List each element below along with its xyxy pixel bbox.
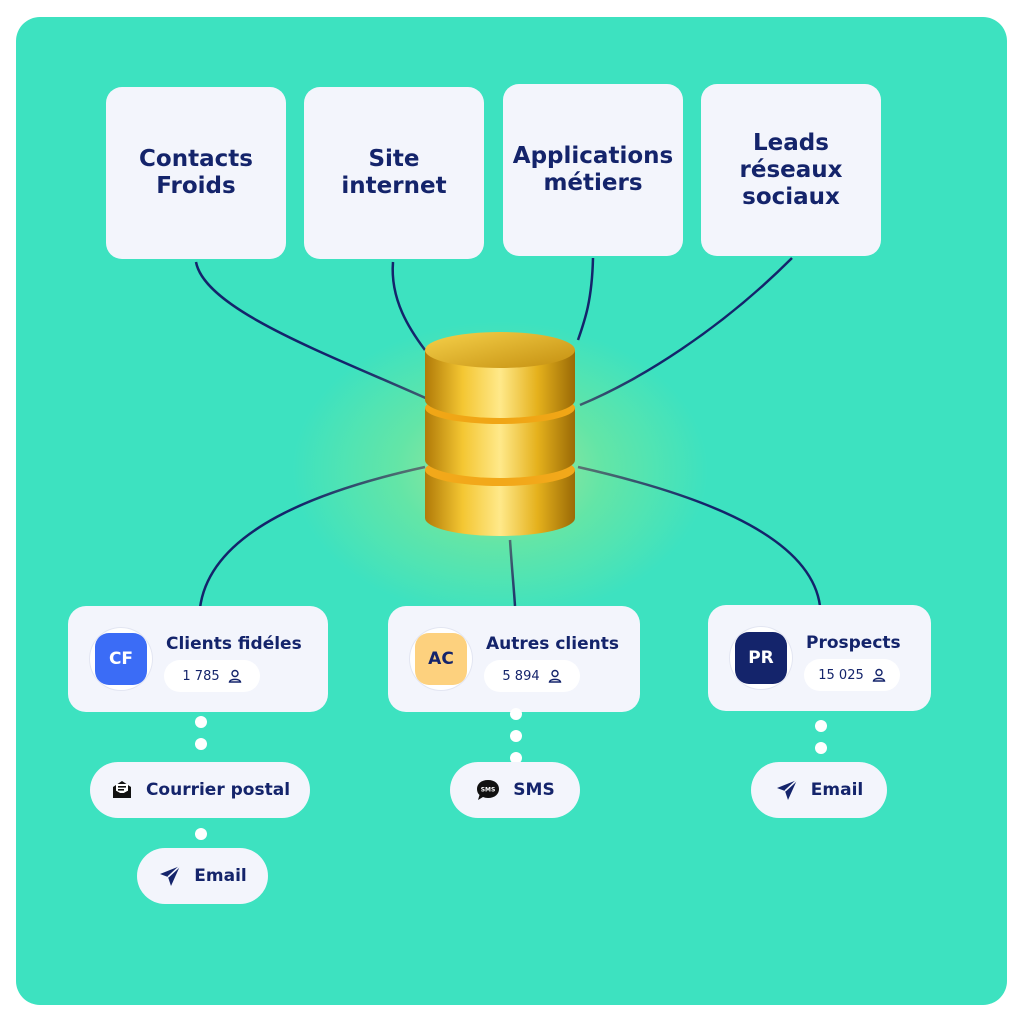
- source-label: Contacts Froids: [139, 146, 253, 200]
- sms-bubble-icon: SMS: [475, 778, 501, 802]
- user-icon: [548, 669, 562, 683]
- paper-plane-icon: [158, 864, 182, 888]
- segment-count-pill: 5 894: [484, 660, 580, 692]
- channel-label: Courrier postal: [146, 780, 290, 800]
- avatar-ring: PR: [730, 627, 792, 689]
- connector-dot: [195, 716, 207, 728]
- avatar-ring: AC: [410, 628, 472, 690]
- mail-envelope-icon: [110, 778, 134, 802]
- avatar-initials: PR: [748, 648, 774, 668]
- channel-email-clients-fideles[interactable]: Email: [137, 848, 268, 904]
- segment-count: 5 894: [502, 669, 539, 684]
- connector-dot: [815, 720, 827, 732]
- segment-card-clients-fideles[interactable]: CF Clients fidéles 1 785: [68, 606, 328, 712]
- segment-count-pill: 1 785: [164, 660, 260, 692]
- source-label: Applications métiers: [513, 143, 673, 197]
- segment-count: 1 785: [182, 669, 219, 684]
- paper-plane-icon: [775, 778, 799, 802]
- channel-label: Email: [194, 866, 246, 886]
- segment-name: Clients fidéles: [166, 634, 302, 654]
- avatar-initials: AC: [428, 649, 454, 669]
- connector-dot: [195, 828, 207, 840]
- source-label: Leads réseaux sociaux: [740, 130, 843, 211]
- user-icon: [872, 668, 886, 682]
- source-contacts-froids: Contacts Froids: [106, 87, 286, 259]
- channel-courrier-postal[interactable]: Courrier postal: [90, 762, 310, 818]
- source-site-internet: Site internet: [304, 87, 484, 259]
- connector-dot: [195, 738, 207, 750]
- channel-label: Email: [811, 780, 863, 800]
- svg-text:SMS: SMS: [481, 787, 496, 794]
- connector-dot: [815, 742, 827, 754]
- segment-card-autres-clients[interactable]: AC Autres clients 5 894: [388, 606, 640, 712]
- connector-dot: [510, 708, 522, 720]
- segment-name: Prospects: [806, 633, 901, 653]
- connector-dot: [510, 730, 522, 742]
- database-icon: [405, 320, 595, 550]
- segment-count: 15 025: [818, 668, 864, 683]
- segment-card-prospects[interactable]: PR Prospects 15 025: [708, 605, 931, 711]
- channel-label: SMS: [513, 780, 554, 800]
- avatar: CF: [95, 633, 147, 685]
- segment-count-pill: 15 025: [804, 659, 900, 691]
- channel-sms[interactable]: SMS SMS: [450, 762, 580, 818]
- avatar-initials: CF: [109, 649, 133, 669]
- source-label: Site internet: [341, 146, 446, 200]
- segment-name: Autres clients: [486, 634, 619, 654]
- avatar-ring: CF: [90, 628, 152, 690]
- user-icon: [228, 669, 242, 683]
- avatar: PR: [735, 632, 787, 684]
- channel-email-prospects[interactable]: Email: [751, 762, 887, 818]
- source-leads-reseaux-sociaux: Leads réseaux sociaux: [701, 84, 881, 256]
- source-applications-metiers: Applications métiers: [503, 84, 683, 256]
- avatar: AC: [415, 633, 467, 685]
